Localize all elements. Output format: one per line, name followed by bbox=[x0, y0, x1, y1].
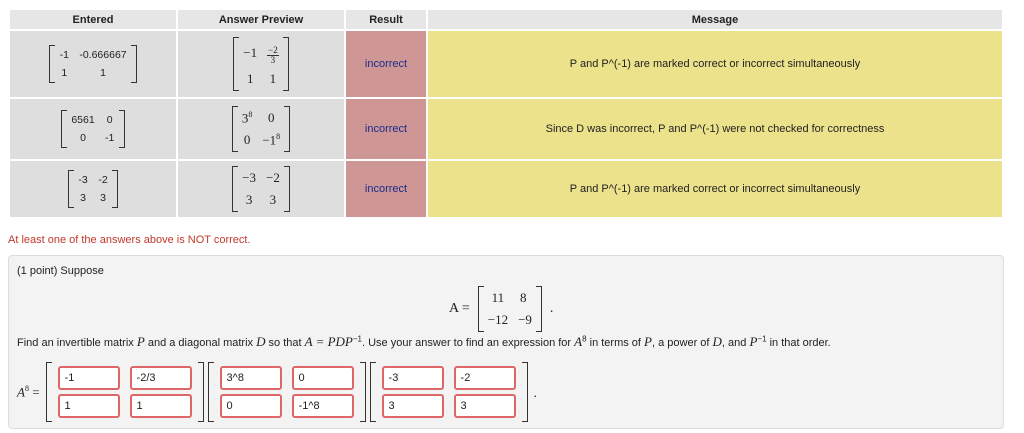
preview-matrix: −3 −2 3 3 bbox=[230, 166, 292, 212]
d-entry-input[interactable] bbox=[291, 366, 354, 390]
p-entry-input[interactable] bbox=[57, 366, 120, 390]
matrix-entry: 1 bbox=[100, 67, 106, 79]
preview-cell: −3 −2 3 3 bbox=[178, 161, 344, 217]
d-entry-input[interactable] bbox=[219, 366, 282, 390]
header-entered: Entered bbox=[10, 10, 176, 29]
matrix-entry: 0 bbox=[80, 132, 86, 144]
matrix-D-inputs bbox=[207, 362, 366, 422]
preview-matrix: −1 −2 3 1 1 bbox=[231, 37, 290, 91]
matrix-entry: −12 bbox=[487, 312, 509, 327]
matrix-entry: −2 bbox=[266, 170, 280, 185]
header-message: Message bbox=[428, 10, 1002, 29]
matrix-entry: −9 bbox=[518, 312, 532, 327]
fraction-numerator: −2 bbox=[267, 45, 279, 56]
matrix-entry: 8 bbox=[520, 290, 527, 305]
fraction-denominator: 3 bbox=[270, 55, 276, 65]
problem-panel: (1 point) Suppose A = 11 8 −12 −9 . Find… bbox=[8, 255, 1004, 429]
matrix-entry: -3 bbox=[78, 174, 88, 186]
matrix-A: 11 8 −12 −9 bbox=[476, 286, 544, 332]
result-status: incorrect bbox=[346, 161, 426, 217]
matrix-entry: 1 bbox=[246, 71, 254, 86]
matrix-entry: −18 bbox=[262, 132, 281, 148]
table-row: -3 -2 3 3 −3 −2 3 3 incorrect P and P^(-… bbox=[10, 161, 1002, 217]
matrix-entry: -1 bbox=[59, 49, 70, 61]
matrix-entry: 0 bbox=[268, 109, 275, 125]
entered-matrix: 6561 0 0 -1 bbox=[59, 110, 126, 148]
result-message: P and P^(-1) are marked correct or incor… bbox=[428, 31, 1002, 97]
preview-matrix: 38 0 0 −18 bbox=[230, 105, 292, 153]
matrix-entry: 1 bbox=[61, 67, 68, 79]
matrix-entry: 3 bbox=[245, 192, 253, 207]
matrix-entry: 11 bbox=[491, 290, 505, 305]
pinv-entry-input[interactable] bbox=[453, 366, 516, 390]
entered-cell: -3 -2 3 3 bbox=[10, 161, 176, 217]
incorrect-warning: At least one of the answers above is NOT… bbox=[8, 234, 251, 246]
matrix-entry: −3 bbox=[242, 170, 256, 185]
answer-period: . bbox=[533, 384, 538, 400]
problem-instructions: Find an invertible matrix P and a diagon… bbox=[17, 334, 831, 349]
period: . bbox=[549, 301, 554, 316]
result-status: incorrect bbox=[346, 99, 426, 159]
preview-cell: −1 −2 3 1 1 bbox=[178, 31, 344, 97]
results-table: Entered Answer Preview Result Message -1… bbox=[8, 8, 1004, 219]
matrix-A-equation: A = 11 8 −12 −9 . bbox=[449, 286, 553, 332]
answer-lhs: A8 = bbox=[17, 383, 40, 400]
matrix-entry: 6561 bbox=[71, 114, 95, 126]
matrix-entry: 3 bbox=[269, 192, 277, 207]
matrix-entry-fraction: −2 3 bbox=[267, 41, 279, 65]
result-message: P and P^(-1) are marked correct or incor… bbox=[428, 161, 1002, 217]
p-entry-input[interactable] bbox=[129, 366, 192, 390]
header-result: Result bbox=[346, 10, 426, 29]
matrix-Pinv-inputs bbox=[369, 362, 528, 422]
matrix-entry: 0 bbox=[243, 132, 251, 148]
entered-matrix: -3 -2 3 3 bbox=[66, 170, 120, 208]
header-answer-preview: Answer Preview bbox=[178, 10, 344, 29]
table-row: -1 -0.666667 1 1 −1 −2 3 1 1 incorrect P… bbox=[10, 31, 1002, 97]
matrix-P-inputs bbox=[45, 362, 204, 422]
table-row: 6561 0 0 -1 38 0 0 −18 incorrect Since D… bbox=[10, 99, 1002, 159]
entered-matrix: -1 -0.666667 1 1 bbox=[47, 45, 138, 83]
matrix-A-label: A = bbox=[449, 301, 470, 316]
result-status: incorrect bbox=[346, 31, 426, 97]
result-message: Since D was incorrect, P and P^(-1) were… bbox=[428, 99, 1002, 159]
d-entry-input[interactable] bbox=[291, 394, 354, 418]
matrix-entry: −1 bbox=[243, 45, 258, 60]
entered-cell: 6561 0 0 -1 bbox=[10, 99, 176, 159]
entered-cell: -1 -0.666667 1 1 bbox=[10, 31, 176, 97]
answer-area: A8 = . bbox=[17, 362, 537, 422]
pinv-entry-input[interactable] bbox=[381, 366, 444, 390]
problem-intro: (1 point) Suppose bbox=[17, 265, 104, 277]
d-entry-input[interactable] bbox=[219, 394, 282, 418]
matrix-entry: 1 bbox=[269, 71, 277, 86]
matrix-entry: -0.666667 bbox=[79, 49, 127, 61]
matrix-entry: -1 bbox=[105, 132, 115, 144]
matrix-entry: 3 bbox=[100, 192, 106, 204]
pinv-entry-input[interactable] bbox=[381, 394, 444, 418]
p-entry-input[interactable] bbox=[57, 394, 120, 418]
matrix-entry: 3 bbox=[80, 192, 86, 204]
matrix-entry: -2 bbox=[98, 174, 108, 186]
pinv-entry-input[interactable] bbox=[453, 394, 516, 418]
matrix-entry: 38 bbox=[241, 109, 253, 125]
p-entry-input[interactable] bbox=[129, 394, 192, 418]
matrix-entry: 0 bbox=[106, 114, 113, 126]
preview-cell: 38 0 0 −18 bbox=[178, 99, 344, 159]
